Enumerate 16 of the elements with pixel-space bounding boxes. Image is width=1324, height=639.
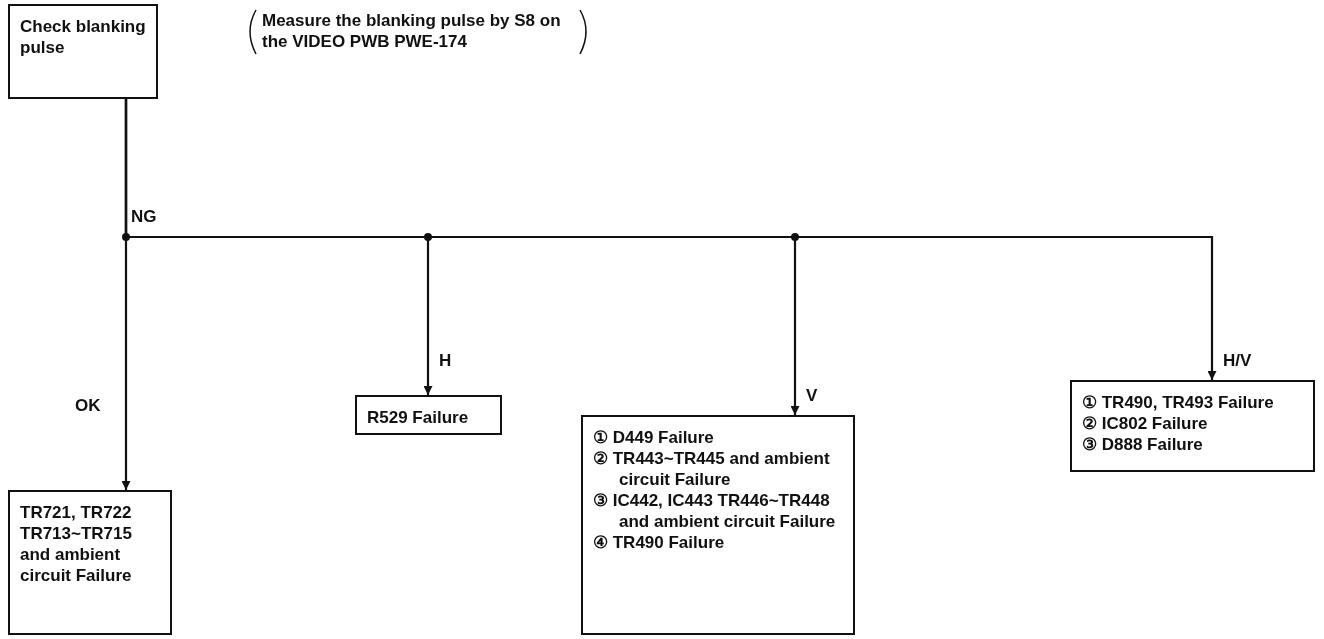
box-text: TR721, TR722 TR713~TR715 and ambient circuit Failure [20, 502, 133, 586]
list-item: ② TR443~TR445 and ambient circuit Failure [593, 448, 831, 490]
box-text: R529 Failure [367, 407, 470, 428]
result-box [8, 490, 172, 635]
result-box [1070, 380, 1315, 472]
list-item: ② IC802 Failure [1082, 413, 1209, 434]
result-box [581, 415, 855, 635]
list-item: ① D449 Failure [593, 427, 715, 448]
arrow [124, 99, 1217, 380]
box-text: Check blanking pulse [20, 16, 146, 58]
list-item: ③ IC442, IC443 TR446~TR448 and ambient circuit Failure [593, 490, 837, 532]
list-item: ① TR490, TR493 Failure [1082, 392, 1275, 413]
list-item: ③ D888 Failure [1082, 434, 1204, 455]
list-item: ④ TR490 Failure [593, 532, 726, 553]
result-box [355, 395, 502, 435]
process-box [8, 4, 158, 99]
